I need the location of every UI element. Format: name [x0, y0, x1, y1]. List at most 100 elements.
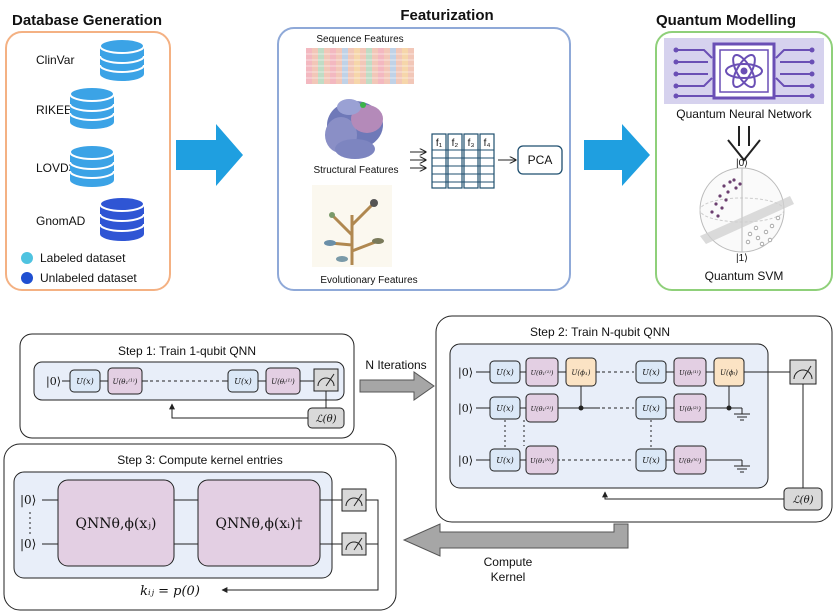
s2-r1-thetaL: [673, 357, 707, 387]
s2-rn-ux-a-label: U(x): [496, 456, 514, 465]
bloch-top-ket: |0⟩: [736, 158, 748, 169]
structural-features-label: Structural Features: [313, 165, 398, 176]
step1-measure-icon: [313, 368, 339, 392]
feature-col-f1: f₁: [436, 138, 443, 149]
arrow-db-to-feat: [176, 124, 243, 186]
ground-icon-row2: [734, 408, 750, 421]
evolutionary-features-label: Evolutionary Features: [320, 275, 417, 286]
db-source-gnomad: GnomAD: [36, 214, 86, 228]
step3-measure-icon-1: [341, 488, 367, 512]
pca-box: [517, 145, 563, 175]
s2-r1-thetaL-label: U(θₗ⁽¹⁾): [679, 369, 701, 377]
legend-unlabeled-text: Unlabeled dataset: [40, 271, 137, 285]
qsvm-label: Quantum SVM: [705, 269, 784, 283]
s2-rn-theta1-label: U(θ₁⁽ᴺ⁾): [530, 457, 554, 465]
step2-title: Step 2: Train N-qubit QNN: [530, 325, 670, 339]
s2-r1-theta1: [525, 357, 559, 387]
legend-unlabeled-dot: [21, 272, 33, 284]
s2-control-dot-2: [726, 405, 732, 411]
step1-ket: |0⟩: [46, 375, 61, 389]
db-source-clinvar: ClinVar: [36, 53, 74, 67]
step2-ket-2: |0⟩: [458, 402, 473, 416]
step3-output-line: [221, 499, 379, 593]
bloch-bottom-ket: |1⟩: [736, 253, 748, 264]
s2-r1-ux-a: [489, 360, 521, 384]
database-cylinder-rikee-icon: [69, 86, 115, 129]
s2-r2-thetaL-label: U(θₗ⁽²⁾): [679, 405, 701, 413]
step1-gate-ux-a-label: U(x): [76, 377, 94, 386]
s2-r2-ux-a-label: U(x): [496, 404, 514, 413]
ground-icon-rown: [734, 460, 750, 473]
legend-labeled-text: Labeled dataset: [40, 251, 126, 265]
s2-rn-ux-a: [489, 448, 521, 472]
s2-rn-theta1: [525, 445, 559, 475]
step1-title: Step 1: Train 1-qubit QNN: [118, 344, 256, 358]
step2-feedback-arrow: [602, 491, 784, 500]
step1-loss-label: ℒ(θ): [315, 414, 336, 425]
compute-kernel-line1: Compute: [484, 555, 533, 569]
step2-measure-icon: [789, 359, 817, 385]
step1-gate-ux-a: [69, 369, 101, 393]
bloch-sphere-icon: |0⟩ |1⟩: [699, 158, 794, 264]
down-arrow-icon: [727, 126, 761, 162]
legend-labeled-dot: [21, 252, 33, 264]
s2-r1-phi1-label: U(ϕ₁): [572, 369, 591, 377]
s2-r1-theta1-label: U(θ₁⁽¹⁾): [531, 369, 554, 377]
step1-gate-ux-b-label: U(x): [234, 377, 252, 386]
step1-gate-thetaL: [265, 367, 301, 395]
s2-r1-phiL-label: U(ϕₗ): [720, 369, 738, 377]
quantum-title: Quantum Modelling: [656, 12, 796, 29]
db-source-rikee: RIKEE: [36, 103, 72, 117]
s2-rn-thetaL-label: U(θₗ⁽ᴺ⁾): [679, 457, 702, 465]
s2-r1-ux-a-label: U(x): [496, 368, 514, 377]
step3-qnn-i-label: QNNθ,ϕ(xᵢ)†: [215, 516, 302, 532]
step1-gate-theta1-label: U(θ₁⁽¹⁾): [113, 377, 138, 386]
s2-r2-thetaL: [673, 393, 707, 423]
sequence-grid: [306, 48, 414, 84]
s2-rn-ux-b-label: U(x): [642, 456, 660, 465]
step1-gate-thetaL-label: U(θₗ⁽¹⁾): [271, 377, 295, 386]
step2-ket-1: |0⟩: [458, 366, 473, 380]
step3-qnn-j-box: [57, 479, 175, 567]
step3-title: Step 3: Compute kernel entries: [117, 453, 282, 467]
feature-col-f3: f₃: [468, 138, 475, 149]
s2-rn-thetaL: [673, 445, 707, 475]
s2-r2-ux-a: [489, 396, 521, 420]
step2-loss-label: ℒ(θ): [792, 495, 813, 506]
s2-r2-ux-b: [635, 396, 667, 420]
protein-structure-icon: [325, 99, 383, 159]
database-cylinder-gnomad-icon: [99, 196, 145, 241]
db-source-lovd3: LOVD3: [36, 161, 76, 175]
feature-col-f2: f₂: [452, 138, 459, 149]
s2-control-dot-1: [578, 405, 584, 411]
featurization-title: Featurization: [400, 7, 493, 24]
step2-ket-n: |0⟩: [458, 454, 473, 468]
compute-kernel-line2: Kernel: [491, 570, 526, 584]
s2-r2-theta1: [525, 393, 559, 423]
arrow-feat-to-quant: [584, 124, 650, 186]
n-iterations-label: N Iterations: [365, 358, 426, 372]
step1-gate-theta1: [107, 367, 143, 395]
database-cylinder-lovd3-icon: [69, 144, 115, 187]
feature-matrix: f₁ f₂ f₃ f₄: [431, 133, 495, 189]
step1-feedback-arrow: [169, 403, 308, 419]
step3-ket-2: |0⟩: [20, 537, 36, 551]
database-title: Database Generation: [12, 12, 162, 29]
step3-measure-icon-2: [341, 532, 367, 556]
evolutionary-tree-icon: [312, 185, 392, 267]
s2-rn-ux-b: [635, 448, 667, 472]
step1-gate-ux-b: [227, 369, 259, 393]
sequence-features-label: Sequence Features: [316, 34, 403, 45]
step3-ket-1: |0⟩: [20, 493, 36, 507]
feature-col-f4: f₄: [484, 138, 491, 149]
step3-qnn-j-label: QNNθ,ϕ(xⱼ): [76, 516, 157, 532]
s2-r2-ux-b-label: U(x): [642, 404, 660, 413]
arrow-step2-to-step3: [402, 523, 629, 557]
s2-r1-ux-b: [635, 360, 667, 384]
step3-kernel-label: kᵢⱼ = p(0): [140, 584, 200, 599]
qnn-label: Quantum Neural Network: [676, 107, 812, 121]
database-cylinder-clinvar-icon: [99, 38, 145, 81]
s2-r2-theta1-label: U(θ₁⁽²⁾): [531, 405, 554, 413]
arrow-step1-to-step2: [359, 371, 435, 401]
